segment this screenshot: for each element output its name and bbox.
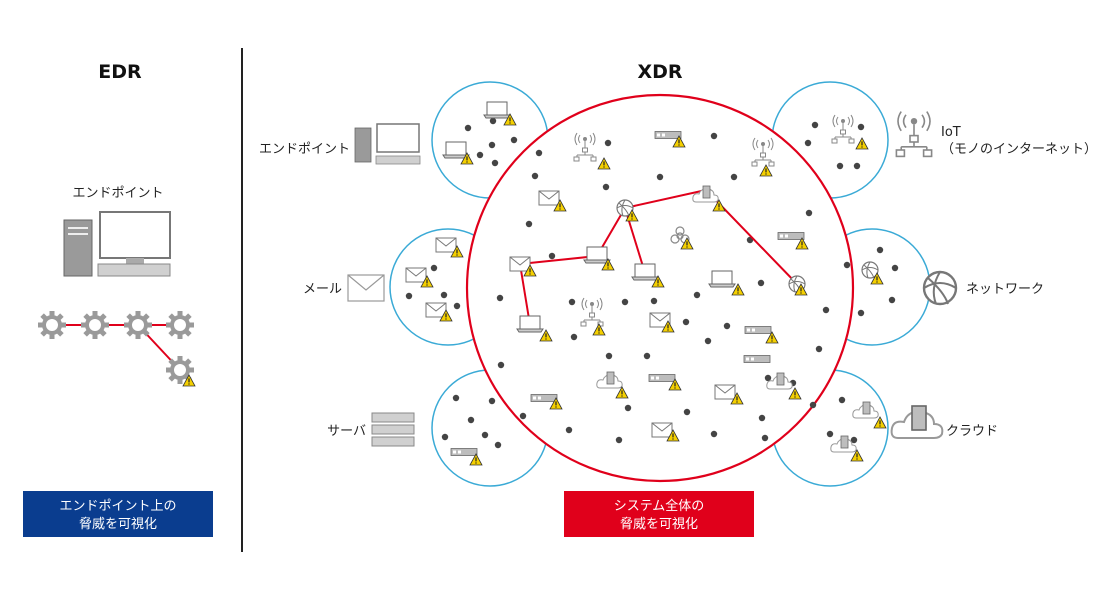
xdr-caption-box <box>564 491 754 537</box>
server-icon <box>450 448 478 456</box>
endpoint-source-label: エンドポイント <box>259 142 350 157</box>
server-source-label: サーバ <box>327 424 366 439</box>
server-icon <box>654 131 682 139</box>
laptop-icon <box>483 101 511 119</box>
cloud-server-icon <box>890 405 944 439</box>
iot-antenna-icon <box>895 110 933 158</box>
cloud-source: クラウド <box>890 405 998 439</box>
biohazard-icon <box>670 226 690 244</box>
xdr-dots <box>496 132 830 444</box>
desktop-icon <box>354 123 421 165</box>
server-source: サーバ <box>327 412 415 447</box>
laptop-icon <box>583 246 611 264</box>
globe-icon <box>922 270 958 306</box>
xdr-caption-line1: システム全体の <box>614 498 705 514</box>
server-icon <box>648 374 676 382</box>
endpoint-source: エンドポイント <box>259 123 421 165</box>
laptop-icon <box>631 263 659 281</box>
gear-icon <box>166 311 194 339</box>
gear-icon <box>38 311 66 339</box>
envelope-icon <box>347 274 385 302</box>
desktop-icon <box>63 211 171 277</box>
xdr-caption-line2: 脅威を可視化 <box>620 517 698 532</box>
edr-caption-box <box>23 491 213 537</box>
envelope-icon <box>714 384 736 400</box>
server-icon <box>371 412 415 447</box>
server-icon <box>777 232 805 240</box>
edr-gear-chain <box>38 311 196 387</box>
envelope-icon <box>405 267 427 283</box>
laptop-icon <box>516 315 544 333</box>
mail-source: メール <box>303 274 385 302</box>
network-source: ネットワーク <box>922 270 1044 306</box>
envelope-icon <box>435 237 457 253</box>
gear-icon <box>124 311 152 339</box>
envelope-icon <box>538 190 560 206</box>
iot-source: IoT （モノのインターネット） <box>895 110 1097 158</box>
envelope-icon <box>651 422 673 438</box>
mail-source-label: メール <box>303 282 342 297</box>
network-source-label: ネットワーク <box>966 282 1044 297</box>
edr-caption-line2: 脅威を可視化 <box>79 517 157 532</box>
server-icon <box>744 326 772 334</box>
iot-source-label-line2: （モノのインターネット） <box>941 142 1097 157</box>
server-icon <box>530 394 558 402</box>
laptop-icon <box>442 141 470 159</box>
xdr-central-circle <box>465 93 855 483</box>
edr-title: EDR <box>98 61 142 83</box>
cloud-source-label: クラウド <box>946 424 998 439</box>
laptop-icon <box>708 270 736 288</box>
edr-caption-line1: エンドポイント上の <box>59 499 176 514</box>
envelope-icon <box>509 256 531 272</box>
gear-icon <box>81 311 109 339</box>
server-icon <box>743 355 771 363</box>
xdr-title: XDR <box>637 61 682 83</box>
edr-endpoint-label: エンドポイント <box>72 186 163 201</box>
iot-source-label-line1: IoT <box>941 125 961 140</box>
